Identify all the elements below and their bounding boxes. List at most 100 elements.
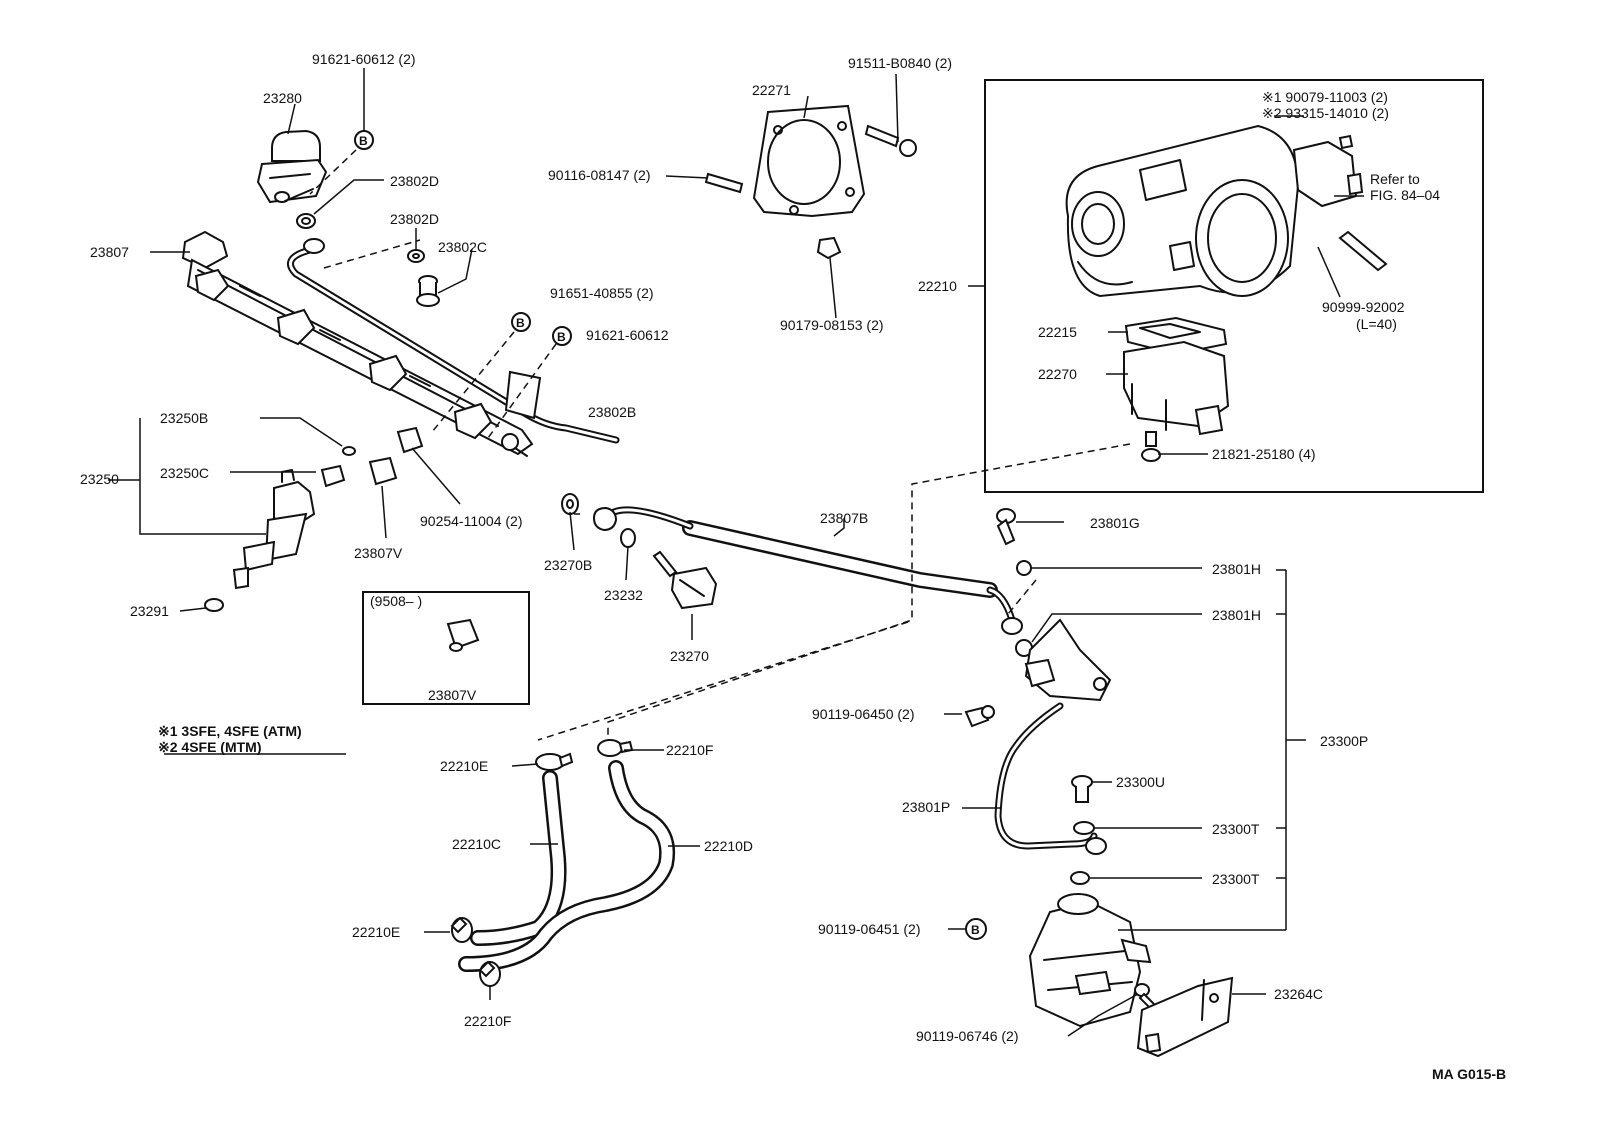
label-93315-14010: ※2 93315-14010 (2) — [1262, 105, 1389, 121]
fuel-pipe-23802b[interactable] — [286, 238, 620, 444]
label-22210c: 22210C — [452, 836, 501, 852]
label-23300p: 23300P — [1320, 733, 1368, 749]
gasket-23270b[interactable] — [561, 493, 579, 515]
water-hose-22210d[interactable] — [458, 760, 675, 972]
bolt-91511-b0840[interactable] — [864, 124, 917, 157]
label-90119-06450: 90119-06450 (2) — [812, 706, 914, 722]
label-23802b: 23802B — [588, 404, 636, 420]
label-22270: 22270 — [1038, 366, 1077, 382]
hose-clip-22210e-b[interactable] — [450, 916, 473, 943]
o-ring-23291[interactable] — [204, 598, 224, 612]
label-23802d-a: 23802D — [390, 173, 439, 189]
label-23264c: 23264C — [1274, 986, 1323, 1002]
hose-clip-22210f-a[interactable] — [597, 739, 634, 757]
bolt-marker-91651-40855[interactable] — [511, 312, 531, 332]
label-90179-08153: 90179-08153 (2) — [780, 317, 884, 333]
label-22271: 22271 — [752, 82, 791, 98]
pulsation-damper-23270[interactable] — [652, 550, 718, 610]
fuel-hose-23807b[interactable] — [610, 506, 1023, 635]
label-91621-60612: 91621-60612 — [586, 327, 669, 343]
b-marker-a: B — [359, 134, 368, 148]
bolt-90119-06450[interactable] — [964, 705, 995, 728]
gasket-23232[interactable] — [620, 528, 636, 548]
label-91621-60612-2: 91621-60612 (2) — [312, 51, 416, 67]
union-bolt-23802c[interactable] — [416, 275, 440, 307]
cap-23232-nut[interactable] — [592, 506, 618, 532]
b-marker-c: B — [557, 330, 566, 344]
note-1: ※1 3SFE, 4SFE (ATM) — [158, 723, 302, 739]
nut-90179-08153[interactable] — [816, 236, 842, 260]
dashed-assembly-lines — [309, 149, 1131, 741]
pressure-regulator-23280[interactable] — [256, 129, 328, 204]
union-bolt-23300u[interactable] — [1071, 775, 1093, 803]
label-91511-b0840: 91511-B0840 (2) — [848, 55, 952, 71]
label-90119-06746: 90119-06746 (2) — [916, 1028, 1018, 1044]
throttle-body-22210[interactable] — [1065, 124, 1300, 298]
diagram-code: MA G015-B — [1432, 1066, 1506, 1082]
injector-23250[interactable] — [232, 469, 316, 590]
label-23807v-a: 23807V — [354, 545, 403, 561]
o-ring-23250b[interactable] — [342, 446, 356, 456]
fuel-line-23801p[interactable] — [994, 702, 1107, 855]
gasket-23802d-b[interactable] — [407, 249, 425, 263]
label-23801h-a: 23801H — [1212, 561, 1261, 577]
label-23801p: 23801P — [902, 799, 950, 815]
label-22210e-a: 22210E — [440, 758, 488, 774]
label-22210: 22210 — [918, 278, 957, 294]
b-markers: B B B B — [359, 134, 980, 937]
label-21821-25180: 21821-25180 (4) — [1212, 446, 1316, 462]
label-23802d-b: 23802D — [390, 211, 439, 227]
label-l40: (L=40) — [1356, 316, 1397, 332]
label-22210f-a: 22210F — [666, 742, 713, 758]
water-hose-22210c[interactable] — [470, 770, 567, 946]
label-23250b: 23250B — [160, 410, 208, 426]
label-9508: (9508– ) — [370, 593, 422, 609]
fuel-line-bracket[interactable] — [1024, 618, 1112, 702]
screw-90079-11003[interactable] — [1338, 134, 1354, 150]
label-91651-40855: 91651-40855 (2) — [550, 285, 654, 301]
label-90254-11004: 90254-11004 (2) — [420, 513, 522, 529]
hose-clip-22210e-a[interactable] — [535, 752, 574, 771]
bolt-23801g[interactable] — [996, 508, 1016, 546]
gasket-23802d-a[interactable] — [296, 213, 316, 229]
bracket-23264c[interactable] — [1136, 976, 1234, 1058]
label-23300u: 23300U — [1116, 774, 1165, 790]
label-23300t-a: 23300T — [1212, 821, 1260, 837]
label-23807: 23807 — [90, 244, 129, 260]
label-90079-11003: ※1 90079-11003 (2) — [1262, 89, 1388, 105]
label-90119-06451: 90119-06451 (2) — [818, 921, 920, 937]
label-23801g: 23801G — [1090, 515, 1140, 531]
gasket-23300t-a[interactable] — [1073, 821, 1095, 835]
label-23270: 23270 — [670, 648, 709, 664]
gasket-23300t-b[interactable] — [1070, 871, 1090, 885]
bolt-marker-91621-60612-b[interactable] — [552, 326, 572, 346]
gasket-22215[interactable] — [1124, 316, 1228, 356]
label-23801h-b: 23801H — [1212, 607, 1261, 623]
label-23250c: 23250C — [160, 465, 209, 481]
label-23232: 23232 — [604, 587, 643, 603]
label-23300t-b: 23300T — [1212, 871, 1260, 887]
label-90999-92002: 90999-92002 — [1322, 299, 1405, 315]
collar-90254-11004[interactable] — [396, 426, 424, 454]
fuel-delivery-pipe-23807[interactable] — [181, 230, 534, 457]
pin-90999-92002[interactable] — [1338, 230, 1388, 272]
idle-air-control-valve-22270[interactable] — [1123, 340, 1230, 436]
throttle-body-gasket-22271[interactable] — [752, 104, 866, 218]
fuel-filter-23300p[interactable] — [1028, 893, 1152, 1028]
insulator-23250c[interactable] — [320, 464, 346, 488]
gasket-23801h-a[interactable] — [1016, 560, 1032, 576]
hose-clip-22210f-b[interactable] — [478, 960, 501, 987]
label-23291: 23291 — [130, 603, 169, 619]
bolt-21821-25180[interactable] — [1141, 431, 1161, 462]
inset-box-9508 — [362, 591, 530, 705]
label-23270b: 23270B — [544, 557, 592, 573]
stud-90116-08147[interactable] — [704, 172, 744, 194]
label-22210d: 22210D — [704, 838, 753, 854]
label-23807v-b: 23807V — [428, 687, 477, 703]
label-22215: 22215 — [1038, 324, 1077, 340]
cushion-23807v-a[interactable] — [368, 456, 398, 486]
label-fig-84-04: FIG. 84–04 — [1370, 187, 1440, 203]
label-refer-to: Refer to — [1370, 171, 1420, 187]
label-22210f-b: 22210F — [464, 1013, 511, 1029]
